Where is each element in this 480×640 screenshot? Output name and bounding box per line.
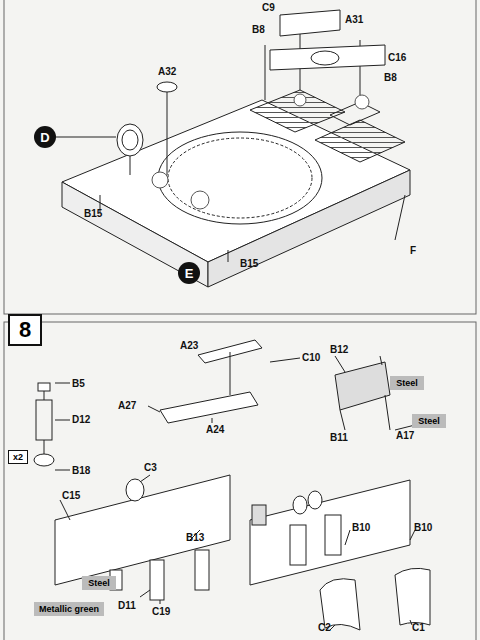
part-number: B18 xyxy=(72,465,90,476)
part-number: B12 xyxy=(330,344,348,355)
part-number: B10 xyxy=(414,522,432,533)
color-box: Steel xyxy=(390,376,424,390)
part-number: C10 xyxy=(302,352,320,363)
part-number: C19 xyxy=(152,606,170,617)
node-text: E xyxy=(185,266,194,281)
color-box: Steel xyxy=(412,414,446,428)
callout-circle: D xyxy=(34,126,56,148)
part-number: D11 xyxy=(118,600,136,611)
part-number: D12 xyxy=(72,414,90,425)
part-number: F xyxy=(410,245,416,256)
part-number: B8 xyxy=(252,24,265,35)
part-number: B13 xyxy=(186,532,204,543)
part-number: C1 xyxy=(412,622,425,633)
part-number: A24 xyxy=(206,424,224,435)
part-number: A17 xyxy=(396,430,414,441)
node-text: Steel xyxy=(418,416,440,426)
part-number: C15 xyxy=(62,490,80,501)
step-number: 8 xyxy=(8,314,42,346)
quantity-box: x2 xyxy=(8,450,28,464)
part-number: A23 xyxy=(180,340,198,351)
part-number: A27 xyxy=(118,400,136,411)
node-text: Steel xyxy=(396,378,418,388)
node-text: x2 xyxy=(13,452,23,462)
node-text: 8 xyxy=(19,317,31,343)
part-number: C16 xyxy=(388,52,406,63)
color-box: Steel xyxy=(82,576,116,590)
part-number: B5 xyxy=(72,378,85,389)
node-text: Metallic green xyxy=(39,604,99,614)
color-box: Metallic green xyxy=(34,602,104,616)
part-number: B15 xyxy=(240,258,258,269)
part-number: B15 xyxy=(84,208,102,219)
part-number: A31 xyxy=(345,14,363,25)
part-number: B11 xyxy=(330,432,348,443)
node-text: Steel xyxy=(88,578,110,588)
part-number: A32 xyxy=(158,66,176,77)
part-number: B10 xyxy=(352,522,370,533)
part-number: C9 xyxy=(262,2,275,13)
part-number: B8 xyxy=(384,72,397,83)
node-text: D xyxy=(40,130,49,145)
part-number: C3 xyxy=(144,462,157,473)
callout-circle: E xyxy=(178,262,200,284)
part-number: C2 xyxy=(318,622,331,633)
